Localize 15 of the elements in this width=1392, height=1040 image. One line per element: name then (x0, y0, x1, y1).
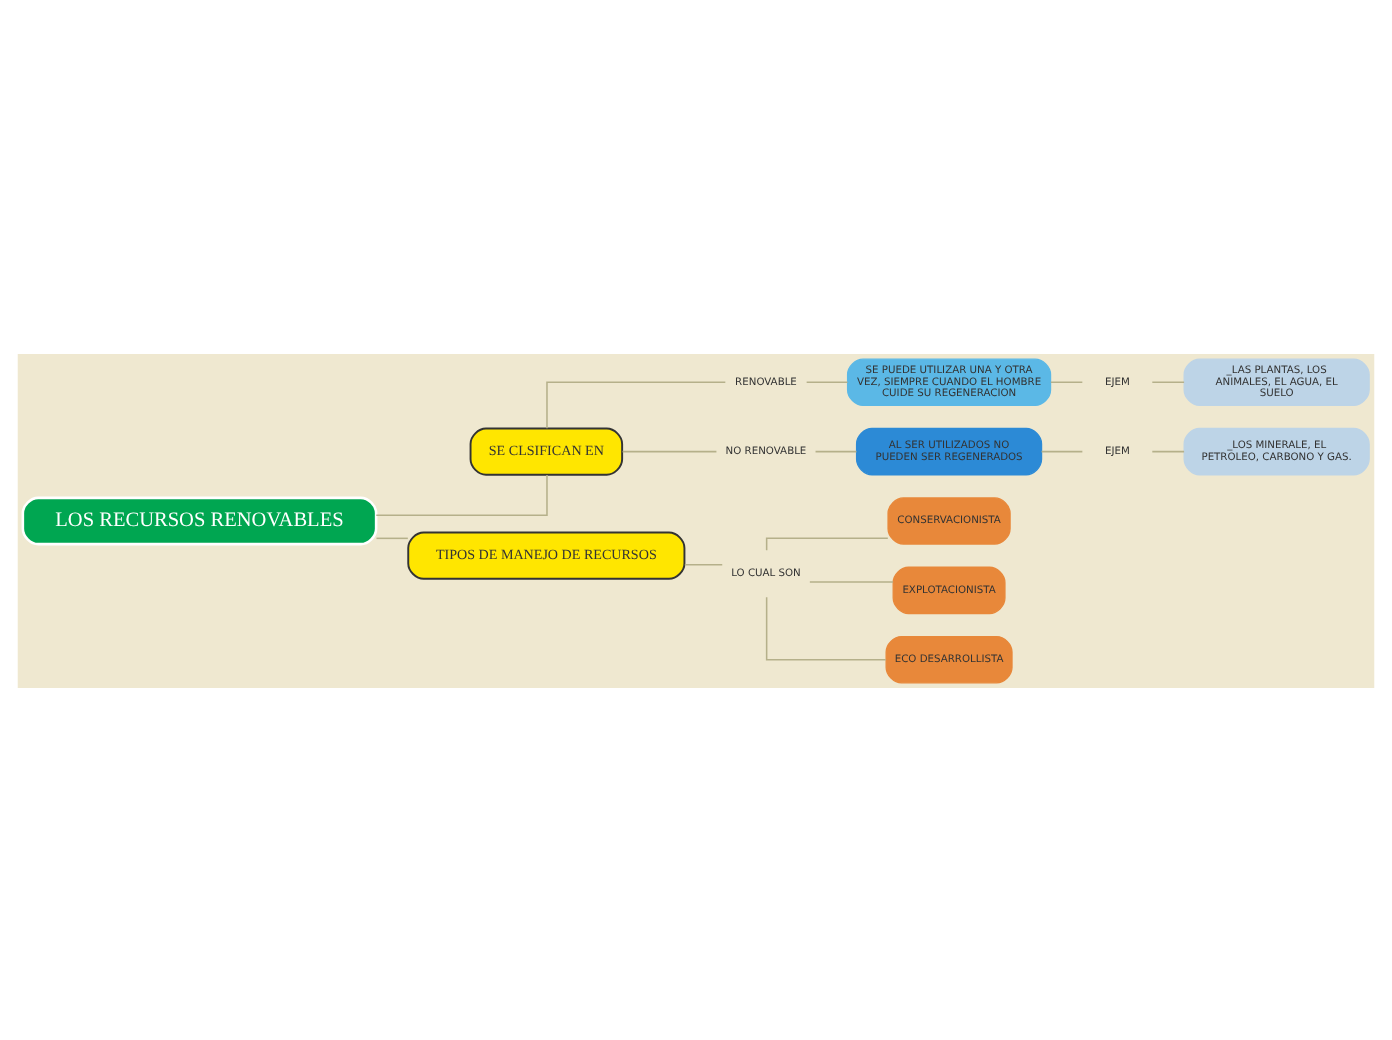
connector (621, 449, 718, 452)
node-box: LOS RECURSOS RENOVABLES (21, 495, 378, 545)
connector (1050, 380, 1084, 383)
connector (1040, 449, 1084, 452)
connector (546, 380, 727, 428)
connector (809, 580, 894, 582)
connector (765, 536, 889, 551)
connector (765, 595, 887, 660)
connector (1151, 380, 1185, 383)
connector (805, 380, 849, 383)
connector (375, 536, 409, 539)
connector (814, 449, 858, 452)
connector (684, 562, 723, 565)
connector (1151, 449, 1185, 452)
connector (375, 473, 548, 515)
